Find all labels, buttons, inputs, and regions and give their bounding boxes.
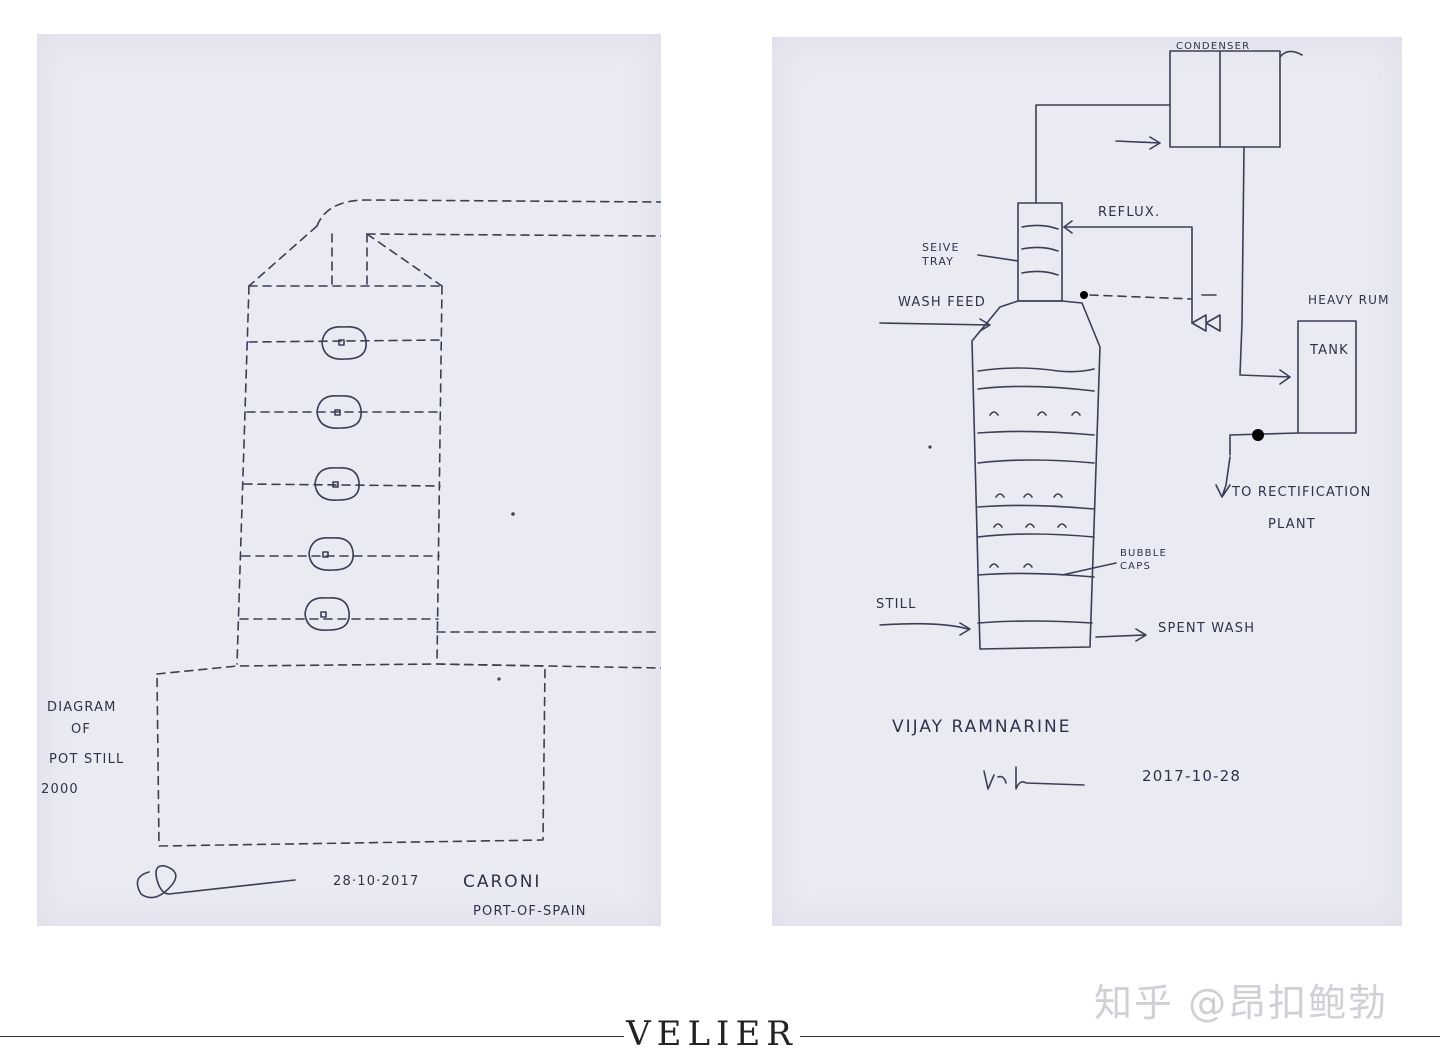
column-wall-left [236,285,250,665]
condenser-label: CONDENSER [1176,41,1251,52]
author-name: VIJAY RAMNARINE [892,717,1072,737]
watermark: 知乎 @昂扣鲍勃 [1094,981,1389,1025]
column-trays [977,367,1095,624]
reflux-label: REFLUX. [1098,205,1161,220]
column-head-left [248,225,318,287]
sieve-trays [1021,224,1059,276]
footer-rule-right [800,1036,1440,1037]
caption-line-1: DIAGRAM [47,700,117,715]
column-head-inner [331,233,368,287]
tank-outlet [1229,432,1299,456]
heavy-rum-tank [1297,320,1357,434]
column-still-sketch-sheet: CONDENSER REFLUX. SEIVE TRAY WASH FEED H… [772,37,1402,926]
column-head-right [366,233,443,287]
condenser-cap [1279,50,1303,58]
sieve-tray-pointer [977,254,1019,262]
pot-base [156,663,546,847]
location-port-of-spain: PORT-OF-SPAIN [473,904,587,919]
bubble-caps-label: BUBBLE CAPS [1120,548,1167,572]
column-bubble-caps [989,411,1081,568]
tray-1 [248,339,443,343]
pot-still-drawing [136,199,661,899]
condensate-line [1239,146,1291,378]
column-still-drawing [879,50,1357,790]
brand-logo: VELIER [626,1014,798,1054]
side-pipe [436,631,661,669]
signature-right [983,766,1085,790]
vapour-pipe-lower [366,233,661,237]
footer-rule-left [0,1036,624,1037]
vapour-pipe-upper [316,199,661,227]
valve [1191,314,1221,332]
sieve-tray-section [1017,202,1063,302]
valve-signal-line [1089,294,1193,300]
condenser-inlet-arrow [1115,136,1161,150]
left-date: 28·10·2017 [333,874,420,889]
tray-3 [243,483,441,487]
heavy-rum-label: HEAVY RUM [1308,293,1390,307]
signature-left [136,864,296,899]
spent-wash-label: SPENT WASH [1158,621,1256,636]
column-body [971,300,1101,650]
still-arrow [879,622,971,636]
wash-feed-arrow [879,318,991,332]
bubble-caps-pointer [1061,562,1117,576]
reflux-line [1063,226,1193,324]
caption-line-3: POT STILL [49,752,125,767]
condenser-box [1169,50,1281,148]
caption-line-2: OF [71,722,92,737]
vapour-line [1035,104,1171,204]
sieve-tray-label: SEIVE TRAY [922,241,960,268]
bubble-caps [304,325,367,631]
wash-feed-label: WASH FEED [898,295,986,310]
location-caroni: CARONI [463,872,542,892]
still-label: STILL [876,597,917,612]
right-date: 2017-10-28 [1142,767,1242,785]
column-wall-right [436,285,443,665]
pot-still-sketch-sheet: DIAGRAM OF POT STILL 2000 28·10·2017 CAR… [37,34,661,926]
to-rectification-label: TO RECTIFICATION [1232,485,1372,500]
to-rectification-arrow [1215,456,1231,498]
caption-line-4: 2000 [41,782,79,797]
plant-label: PLANT [1268,517,1316,532]
tank-label: TANK [1310,343,1349,358]
spent-wash-arrow [1095,628,1147,642]
